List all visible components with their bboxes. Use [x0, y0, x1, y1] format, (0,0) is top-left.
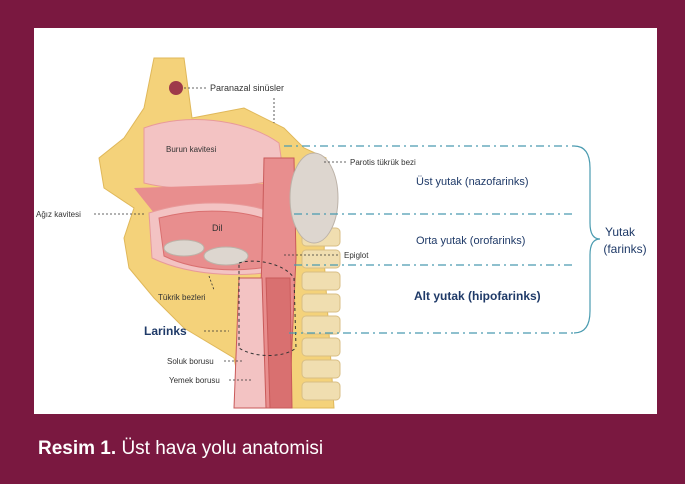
caption-text: Üst hava yolu anatomisi	[121, 438, 323, 459]
label-larinks: Larinks	[144, 324, 187, 338]
salivary-gland-1	[164, 240, 204, 256]
label-agiz: Ağız kavitesi	[36, 210, 81, 219]
sinus	[169, 81, 183, 95]
label-epiglot: Epiglot	[344, 251, 369, 260]
label-dil: Dil	[212, 223, 223, 233]
yutak-brace	[574, 146, 600, 333]
parotid-gland	[290, 153, 338, 243]
caption-label: Resim 1.	[38, 438, 116, 459]
diagram-panel: Paranazal sinüsler Burun kavitesi Paroti…	[34, 28, 657, 414]
figure-caption: Resim 1. Üst hava yolu anatomisi	[38, 438, 323, 460]
region-ust: Üst yutak (nazofarinks)	[416, 176, 528, 188]
label-parotis: Parotis tükrük bezi	[350, 158, 416, 167]
label-tukrik: Tükrik bezleri	[158, 293, 206, 302]
label-burun: Burun kavitesi	[166, 145, 216, 154]
anatomy-diagram: Paranazal sinüsler Burun kavitesi Paroti…	[34, 28, 657, 414]
label-paranasal: Paranazal sinüsler	[210, 83, 284, 93]
label-soluk: Soluk borusu	[167, 357, 214, 366]
region-orta: Orta yutak (orofarinks)	[416, 235, 525, 247]
farinks-label: (farinks)	[603, 242, 646, 256]
yutak-label: Yutak	[605, 225, 636, 239]
esophagus	[266, 278, 292, 408]
region-alt: Alt yutak (hipofarinks)	[414, 289, 541, 303]
label-yemek: Yemek borusu	[169, 376, 220, 385]
